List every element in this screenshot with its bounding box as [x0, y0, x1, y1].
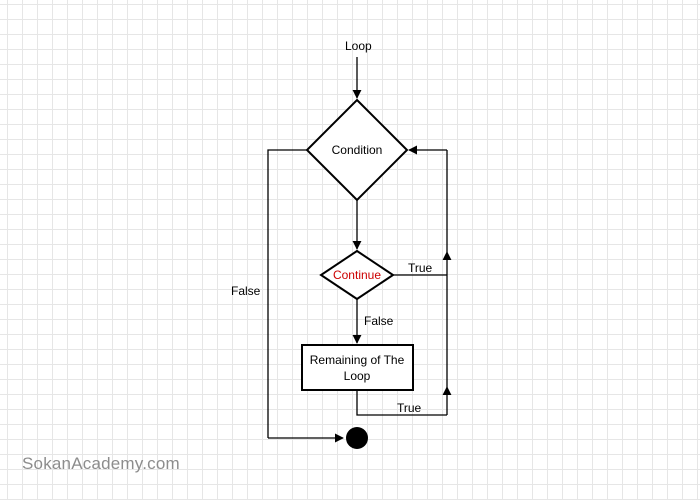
condition-label: Condition — [332, 143, 383, 157]
condition-false-line — [267, 149, 307, 438]
continue-false-label: False — [364, 314, 394, 328]
continue-true-label: True — [408, 261, 433, 275]
remaining-label-line2: Loop — [344, 369, 371, 383]
watermark-text: SokanAcademy.com — [22, 454, 180, 473]
entry-label: Loop — [345, 39, 372, 53]
loop-back-true-label: True — [397, 401, 422, 415]
remaining-box — [301, 344, 414, 391]
remaining-label-line1: Remaining of The — [310, 353, 405, 367]
condition-false-label: False — [231, 284, 261, 298]
continue-label: Continue — [333, 268, 381, 282]
end-node — [346, 427, 368, 449]
remaining-loop-back-line — [356, 390, 447, 416]
